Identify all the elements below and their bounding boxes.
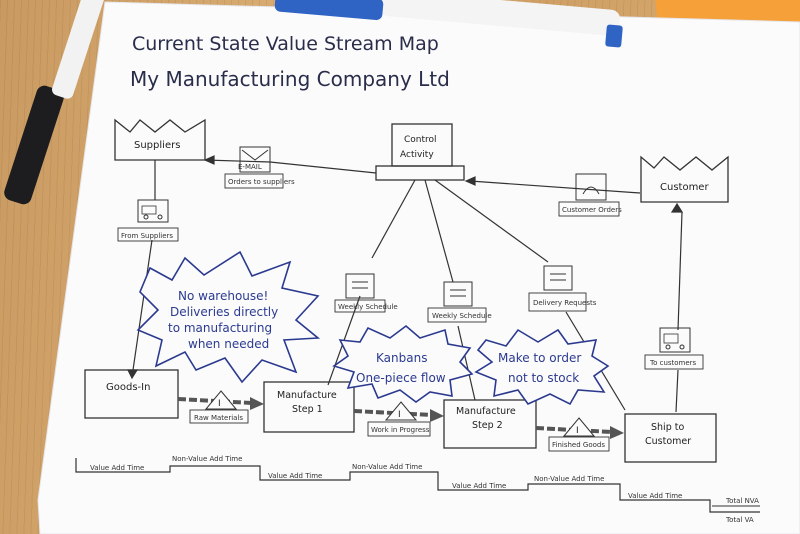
inventory-marker-3: I xyxy=(576,426,579,436)
finished-goods-label: Finished Goods xyxy=(552,441,605,449)
customer-orders-icon xyxy=(575,173,607,201)
control-label-1: Control xyxy=(404,135,437,145)
inventory-marker-1: I xyxy=(218,399,221,409)
warehouse-note-1: No warehouse! xyxy=(178,289,268,303)
inventory-marker-2: I xyxy=(398,410,401,420)
warehouse-callout: No warehouse! Deliveries directly to man… xyxy=(136,250,321,384)
title-line-2: My Manufacturing Company Ltd xyxy=(130,67,450,91)
timeline: Value Add Time Non-Value Add Time Value … xyxy=(75,455,760,524)
timeline-va-3: Value Add Time xyxy=(452,482,506,490)
control-label-2: Activity xyxy=(400,150,434,160)
orders-to-suppliers-label: Orders to suppliers xyxy=(228,178,295,186)
ship-label-2: Customer xyxy=(645,436,691,447)
schedule-icon-1 xyxy=(345,273,375,299)
make-to-order-callout: Make to order not to stock xyxy=(474,328,610,406)
from-suppliers-label: From Suppliers xyxy=(121,232,173,240)
schedule-icon-2 xyxy=(443,281,473,307)
warehouse-note-3: to manufacturing xyxy=(168,321,272,335)
title-line-1: Current State Value Stream Map xyxy=(132,33,439,55)
step2-label-1: Manufacture xyxy=(456,406,516,417)
kanban-note-2: One-piece flow xyxy=(356,371,446,385)
ship-label-1: Ship to xyxy=(651,422,684,433)
kanban-callout: Kanbans One-piece flow xyxy=(332,324,474,403)
step2-label-2: Step 2 xyxy=(472,420,503,431)
timeline-va-2: Value Add Time xyxy=(268,472,322,480)
inventory-wip: I Work in Progress xyxy=(367,401,431,437)
timeline-nva-3: Non-Value Add Time xyxy=(534,475,604,483)
delivery-requests-label: Delivery Requests xyxy=(533,299,597,307)
timeline-nva-2: Non-Value Add Time xyxy=(352,463,422,471)
ship-to-customer-box: Ship to Customer xyxy=(624,413,717,463)
manufacture-step2-box: Manufacture Step 2 xyxy=(443,399,537,449)
suppliers-label: Suppliers xyxy=(134,140,180,151)
warehouse-note-2: Deliveries directly xyxy=(170,305,278,319)
email-label: E-MAIL xyxy=(238,163,262,171)
blue-marker xyxy=(274,0,623,48)
to-customers-label: To customers xyxy=(649,359,697,367)
warehouse-note-4: when needed xyxy=(188,337,269,351)
goods-in-box: Goods-In xyxy=(84,369,179,419)
mto-note-2: not to stock xyxy=(508,371,579,385)
total-nva: Total NVA xyxy=(725,497,759,505)
truck-icon-suppliers xyxy=(137,199,169,223)
manufacture-step1-box: Manufacture Step 1 xyxy=(263,381,355,433)
black-marker xyxy=(4,0,110,205)
timeline-nva-1: Non-Value Add Time xyxy=(172,455,242,463)
wip-label: Work in Progress xyxy=(371,426,430,434)
timeline-va-1: Value Add Time xyxy=(90,464,144,472)
total-va: Total VA xyxy=(725,516,754,524)
kanban-note-1: Kanbans xyxy=(376,351,427,365)
info-flow-lines xyxy=(127,155,684,413)
step1-label-2: Step 1 xyxy=(292,404,323,415)
goods-in-label: Goods-In xyxy=(106,382,150,393)
suppliers-factory: Suppliers xyxy=(114,118,206,161)
customer-orders-label: Customer Orders xyxy=(562,206,622,214)
delivery-icon xyxy=(543,265,573,291)
email-icon: E-MAIL xyxy=(238,146,271,173)
weekly-schedule-2-label: Weekly Schedule xyxy=(432,312,492,320)
mto-note-1: Make to order xyxy=(498,351,581,365)
customer-label: Customer xyxy=(660,182,709,193)
inventory-raw: I Raw Materials xyxy=(189,390,249,424)
inventory-finished: I Finished Goods xyxy=(548,417,610,452)
step1-label-1: Manufacture xyxy=(277,390,337,401)
timeline-va-4: Value Add Time xyxy=(628,492,682,500)
customer-factory: Customer xyxy=(640,155,729,203)
weekly-schedule-1-label: Weekly Schedule xyxy=(338,303,398,311)
truck-icon-customers xyxy=(659,327,691,353)
raw-materials-label: Raw Materials xyxy=(194,414,243,422)
